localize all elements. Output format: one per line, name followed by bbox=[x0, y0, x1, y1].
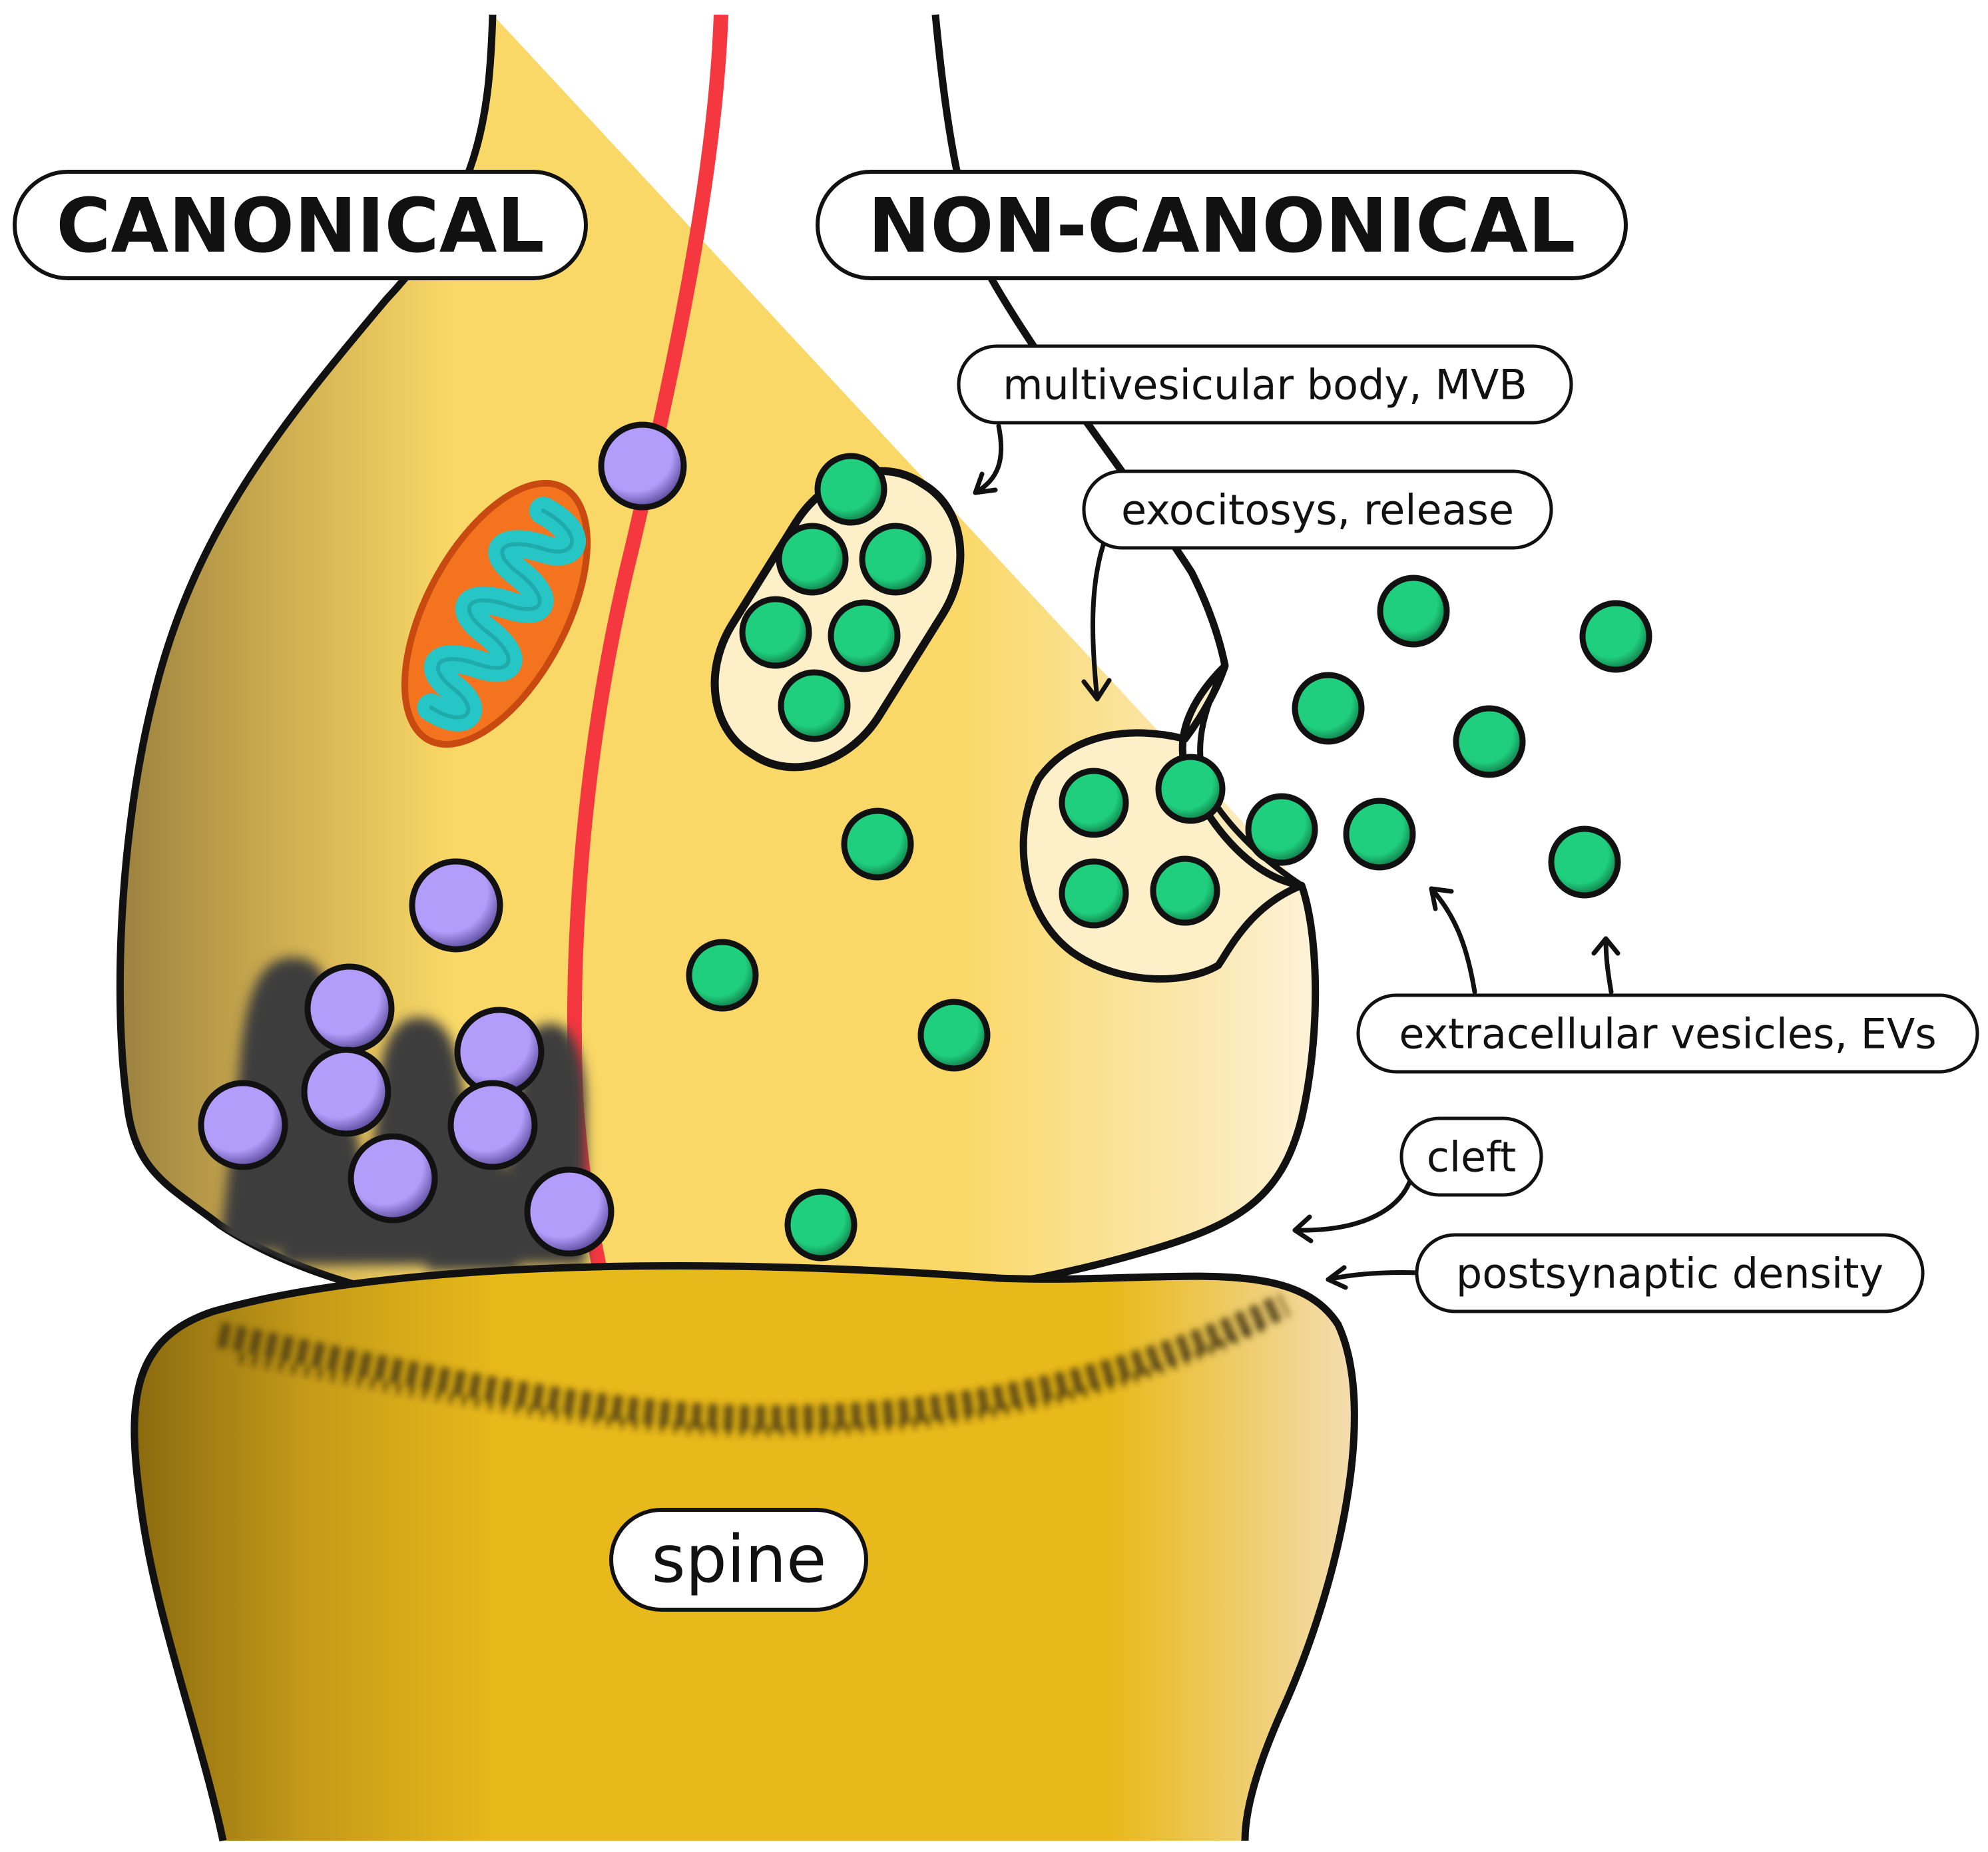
postsynaptic-density bbox=[217, 1293, 1291, 1437]
mvb-vesicle bbox=[778, 669, 851, 742]
label-spine: spine bbox=[609, 1508, 868, 1612]
mvb-vesicle bbox=[828, 599, 901, 672]
vesicle bbox=[304, 963, 395, 1054]
label-cleft-text: cleft bbox=[1427, 1133, 1517, 1182]
label-mvb: multivesicular body, MVB bbox=[957, 344, 1573, 425]
mvb-vesicle bbox=[739, 596, 812, 669]
arrow-exocytosis bbox=[1090, 537, 1108, 702]
mitochondrion bbox=[401, 479, 591, 748]
ev-vesicle bbox=[1548, 825, 1621, 899]
label-cleft: cleft bbox=[1399, 1116, 1543, 1197]
label-evs: extracellular vesicles, EVs bbox=[1356, 993, 1979, 1074]
released-mvb-vesicles bbox=[1059, 754, 1226, 929]
label-canonical: CANONICAL bbox=[13, 170, 588, 280]
vesicle bbox=[301, 1046, 391, 1137]
label-exocytosis-text: exocitosys, release bbox=[1121, 486, 1514, 535]
arrow-evs-1 bbox=[1429, 886, 1477, 995]
label-exocytosis: exocitosys, release bbox=[1082, 469, 1553, 550]
ev-vesicle bbox=[686, 939, 759, 1012]
extracellular-vesicles bbox=[1245, 575, 1652, 899]
label-spine-text: spine bbox=[652, 1522, 827, 1598]
vesicle bbox=[598, 421, 687, 511]
mvb-vesicles bbox=[739, 453, 932, 742]
non-canonical-side bbox=[686, 453, 1652, 1262]
ev-vesicle bbox=[1453, 705, 1526, 778]
label-non-canonical-text: NON-CANONICAL bbox=[868, 183, 1576, 270]
vesicle bbox=[524, 1166, 615, 1257]
ev-vesicle bbox=[917, 999, 991, 1072]
vesicle bbox=[198, 1080, 288, 1170]
vesicle bbox=[409, 858, 503, 953]
label-mvb-text: multivesicular body, MVB bbox=[1003, 361, 1527, 409]
mvb-vesicle bbox=[776, 523, 849, 596]
ev-vesicle bbox=[1377, 575, 1450, 648]
canonical-side bbox=[198, 421, 687, 1272]
ev-vesicle bbox=[1579, 600, 1652, 673]
mvb-vesicle bbox=[1059, 858, 1129, 929]
label-canonical-text: CANONICAL bbox=[56, 183, 544, 270]
vesicle bbox=[447, 1080, 538, 1170]
ev-vesicle bbox=[841, 808, 914, 881]
arrow-evs-2 bbox=[1603, 936, 1614, 995]
label-psd: postsynaptic density bbox=[1415, 1233, 1925, 1313]
ev-vesicle bbox=[1343, 798, 1416, 871]
ev-vesicle bbox=[784, 1188, 858, 1262]
mvb-vesicle bbox=[1150, 855, 1220, 926]
mvb-vesicle bbox=[1059, 768, 1129, 838]
label-evs-text: extracellular vesicles, EVs bbox=[1399, 1010, 1936, 1058]
label-non-canonical: NON-CANONICAL bbox=[816, 170, 1628, 280]
cytoplasmic-evs bbox=[686, 808, 991, 1262]
arrow-cleft bbox=[1292, 1174, 1414, 1233]
vesicle bbox=[348, 1133, 438, 1224]
label-psd-text: postsynaptic density bbox=[1456, 1250, 1883, 1298]
arrow-psd bbox=[1326, 1270, 1421, 1282]
ev-vesicle bbox=[1292, 672, 1365, 745]
arrow-mvb bbox=[973, 423, 1004, 495]
mvb-vesicle bbox=[1155, 754, 1226, 824]
annotation-arrows bbox=[973, 423, 1620, 1290]
mvb-vesicle bbox=[859, 523, 932, 596]
mvb-vesicle bbox=[814, 453, 887, 526]
ev-vesicle bbox=[1245, 793, 1318, 866]
synaptic-vesicles bbox=[198, 421, 687, 1257]
